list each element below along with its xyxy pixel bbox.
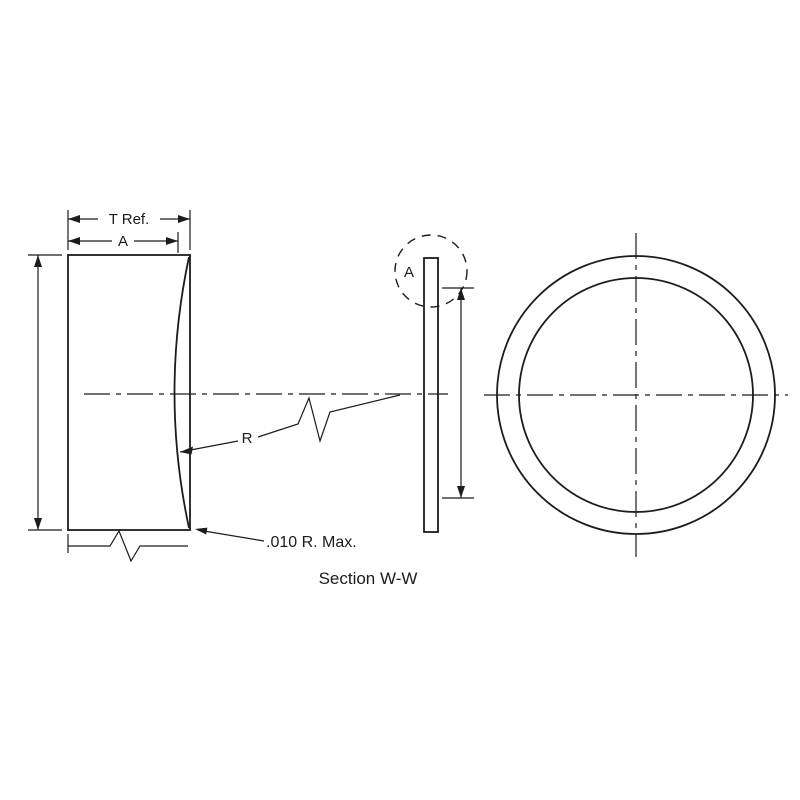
section-outline (67, 254, 191, 531)
section-title: Section W-W (319, 569, 418, 588)
arrowhead-right-icon (166, 237, 178, 245)
arrowhead-left-icon (68, 215, 80, 223)
arrowhead-down-icon (34, 518, 42, 530)
dimension-bottom-broken (67, 529, 188, 563)
arrowhead-right-icon (178, 215, 190, 223)
a-dim-label: A (118, 233, 128, 250)
corner-radius-callout: .010 R. Max. (195, 527, 357, 551)
detail-boundary-circle (394, 234, 468, 308)
lens-curve (173, 256, 190, 529)
leader-line (197, 529, 265, 542)
section-view (67, 254, 191, 531)
detail-a-label: A (404, 264, 414, 281)
arrowhead-up-icon (34, 255, 42, 267)
broken-dimension-line (68, 529, 188, 563)
arrowhead-left-icon (68, 237, 80, 245)
dimension-height (28, 254, 62, 531)
corner-radius-note: .010 R. Max. (266, 534, 357, 551)
radius-leader: R (179, 394, 401, 455)
arrowhead-down-icon (457, 486, 465, 498)
dimension-a: A (68, 232, 179, 253)
edge-outline (423, 257, 439, 533)
dimension-t-ref: T Ref. (67, 210, 191, 250)
arrowhead-up-icon (457, 288, 465, 300)
t-ref-label: T Ref. (109, 211, 150, 228)
front-view (484, 233, 788, 557)
radius-label: R (242, 430, 253, 447)
leader-break-line (257, 394, 401, 444)
arrowhead-icon (195, 527, 208, 535)
dimension-inner-height (442, 287, 474, 499)
edge-view (423, 257, 439, 533)
detail-circle-a: A (394, 234, 468, 308)
leader-line (179, 440, 239, 453)
